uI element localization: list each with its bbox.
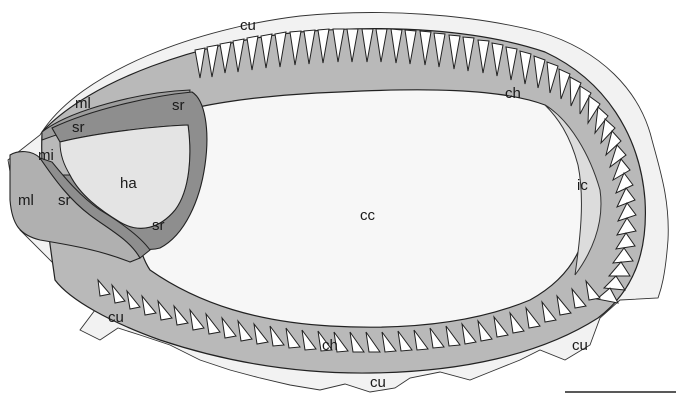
label-cc: cc [360,207,376,224]
label-cu-bottom: cu [370,374,386,391]
label-ml-left: ml [18,192,34,209]
label-sr-left: sr [58,192,71,209]
label-ml-upper: ml [75,95,91,112]
label-mi: mi [38,147,54,164]
label-cu-left: cu [108,309,124,326]
label-ch-bottom: ch [322,337,338,354]
label-sr-lower: sr [152,217,165,234]
label-ic: ic [577,177,588,194]
label-cu-top: cu [240,17,256,34]
label-sr-upper-left: sr [72,119,85,136]
label-sr-upper-right: sr [172,97,185,114]
label-ch-top: ch [505,85,521,102]
label-cu-right: cu [572,337,588,354]
label-ha: ha [120,175,137,192]
